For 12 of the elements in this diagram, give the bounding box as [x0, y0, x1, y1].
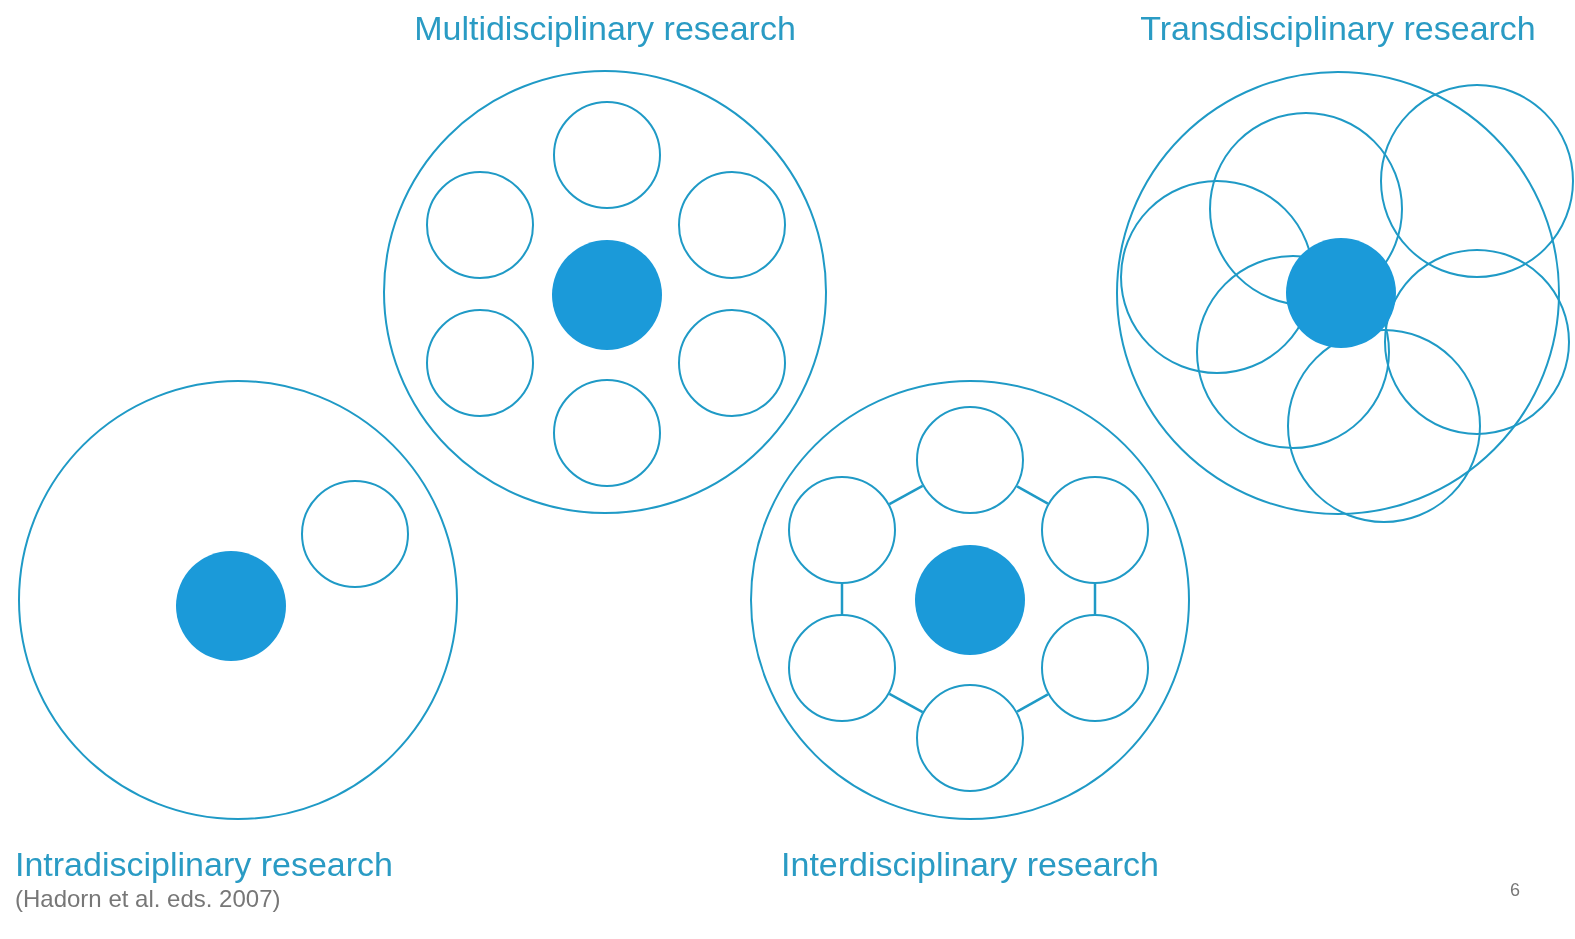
diagram-heading: Multidisciplinary research: [414, 8, 796, 48]
page-number: 6: [1510, 880, 1520, 901]
connector-line: [1016, 693, 1049, 713]
connector-line: [888, 692, 924, 714]
citation-text: (Hadorn et al. eds. 2007): [15, 885, 281, 913]
diagram-heading: Interdisciplinary research: [781, 844, 1159, 884]
diagram-heading: Transdisciplinary research: [1140, 8, 1536, 48]
connector-line: [840, 584, 844, 614]
connector-line: [1016, 485, 1049, 505]
connector-line: [888, 484, 924, 506]
connector-line: [1093, 584, 1097, 614]
diagram-heading: Intradisciplinary research: [15, 844, 393, 884]
